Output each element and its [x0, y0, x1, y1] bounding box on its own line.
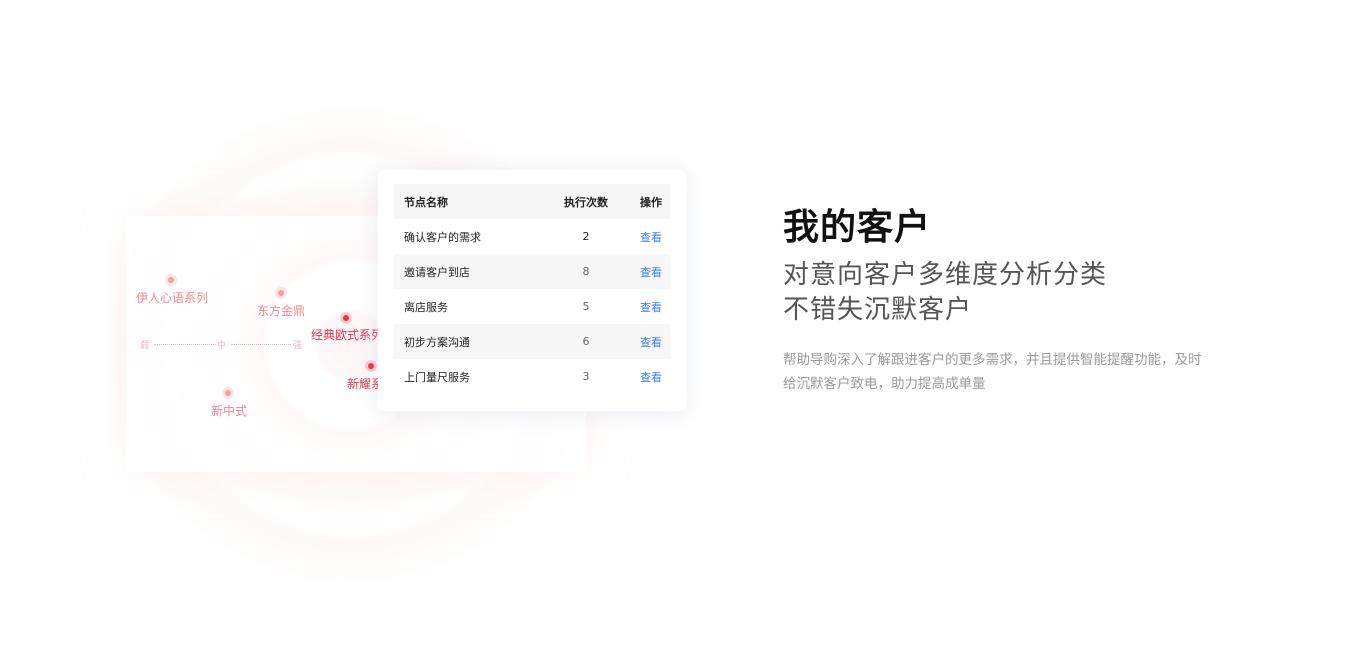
- map-label-bottom-right: 新耀系: [347, 377, 384, 391]
- row-node-name: 离店服务: [404, 300, 448, 314]
- header-node-name: 节点名称: [404, 195, 448, 209]
- view-link[interactable]: 查看: [640, 300, 662, 314]
- row-node-name: 邀请客户到店: [404, 265, 470, 279]
- intensity-scale: 弱 中 强: [140, 338, 310, 352]
- row-node-name: 上门量尺服务: [404, 370, 470, 384]
- row-exec-count: 6: [582, 335, 590, 348]
- row-exec-count: 8: [582, 265, 590, 278]
- map-dot-left: [168, 277, 174, 283]
- node-table-card: 节点名称 执行次数 操作 确认客户的需求 2 查看 邀请客户到店 8 查看 离店…: [378, 170, 686, 411]
- row-exec-count: 3: [582, 370, 590, 383]
- view-link[interactable]: 查看: [640, 335, 662, 349]
- table-row: 离店服务 5 查看: [394, 289, 670, 324]
- row-exec-count: 5: [582, 300, 590, 313]
- map-dot-center: [343, 315, 349, 321]
- map-label-center: 经典欧式系列: [311, 328, 384, 342]
- map-dot-mid-left: [278, 290, 284, 296]
- header-operation: 操作: [640, 195, 662, 209]
- view-link[interactable]: 查看: [640, 230, 662, 244]
- table-row: 上门量尺服务 3 查看: [394, 359, 670, 394]
- map-dot-bottom-right: [368, 363, 374, 369]
- table-row: 邀请客户到店 8 查看: [394, 254, 670, 289]
- row-exec-count: 2: [582, 230, 590, 243]
- row-node-name: 初步方案沟通: [404, 335, 470, 349]
- view-link[interactable]: 查看: [640, 265, 662, 279]
- feature-description: 帮助导购深入了解跟进客户的更多需求，并且提供智能提醒功能，及时给沉默客户致电，助…: [783, 352, 1202, 392]
- scale-medium-label: 中: [217, 341, 227, 351]
- feature-subtitle-line2: 不错失沉默客户: [783, 295, 973, 325]
- scale-line-right: [231, 344, 291, 345]
- scale-weak-label: 弱: [140, 341, 150, 351]
- map-label-mid-left: 东方金鼎: [257, 304, 306, 318]
- map-label-left: 伊人心语系列: [136, 291, 209, 305]
- scale-strong-label: 强: [293, 341, 303, 351]
- feature-title: 我的客户: [783, 207, 932, 248]
- header-exec-count: 执行次数: [564, 195, 608, 209]
- map-dot-bottom: [225, 390, 231, 396]
- feature-subtitle-line1: 对意向客户多维度分析分类: [783, 260, 1108, 290]
- scale-line-left: [154, 344, 216, 345]
- table-header: 节点名称 执行次数 操作: [394, 184, 670, 219]
- view-link[interactable]: 查看: [640, 370, 662, 384]
- row-node-name: 确认客户的需求: [404, 230, 481, 244]
- table-row: 初步方案沟通 6 查看: [394, 324, 670, 359]
- table-row: 确认客户的需求 2 查看: [394, 219, 670, 254]
- map-label-bottom: 新中式: [211, 404, 248, 418]
